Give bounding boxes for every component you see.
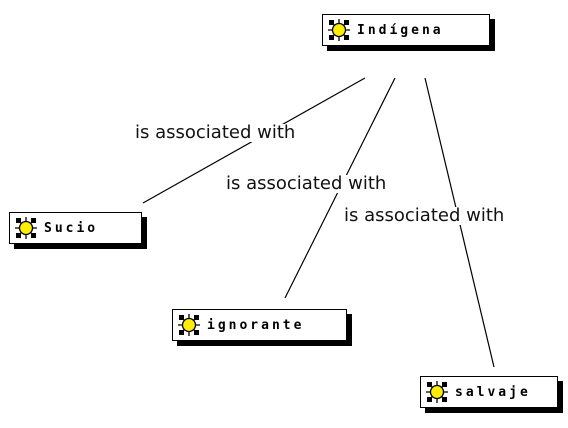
edge-label-indigena-sucio: is associated with: [135, 122, 296, 143]
concept-label-sucio: Sucio: [44, 220, 99, 236]
concept-label-indigena: Indígena: [357, 22, 444, 38]
concept-node-indigena[interactable]: Indígena: [322, 14, 490, 46]
edge-label-indigena-salvaje: is associated with: [344, 205, 505, 226]
concept-label-ignorante: ignorante: [207, 317, 305, 333]
concept-node-ignorante[interactable]: ignorante: [172, 309, 347, 341]
concept-node-salvaje[interactable]: salvaje: [420, 376, 558, 408]
edge-label-indigena-ignorante: is associated with: [226, 173, 387, 194]
concept-icon: [328, 19, 350, 41]
concept-icon: [426, 381, 448, 403]
concept-icon: [15, 217, 37, 239]
concept-node-sucio[interactable]: Sucio: [9, 212, 142, 244]
concept-label-salvaje: salvaje: [455, 384, 531, 400]
concept-icon: [178, 314, 200, 336]
